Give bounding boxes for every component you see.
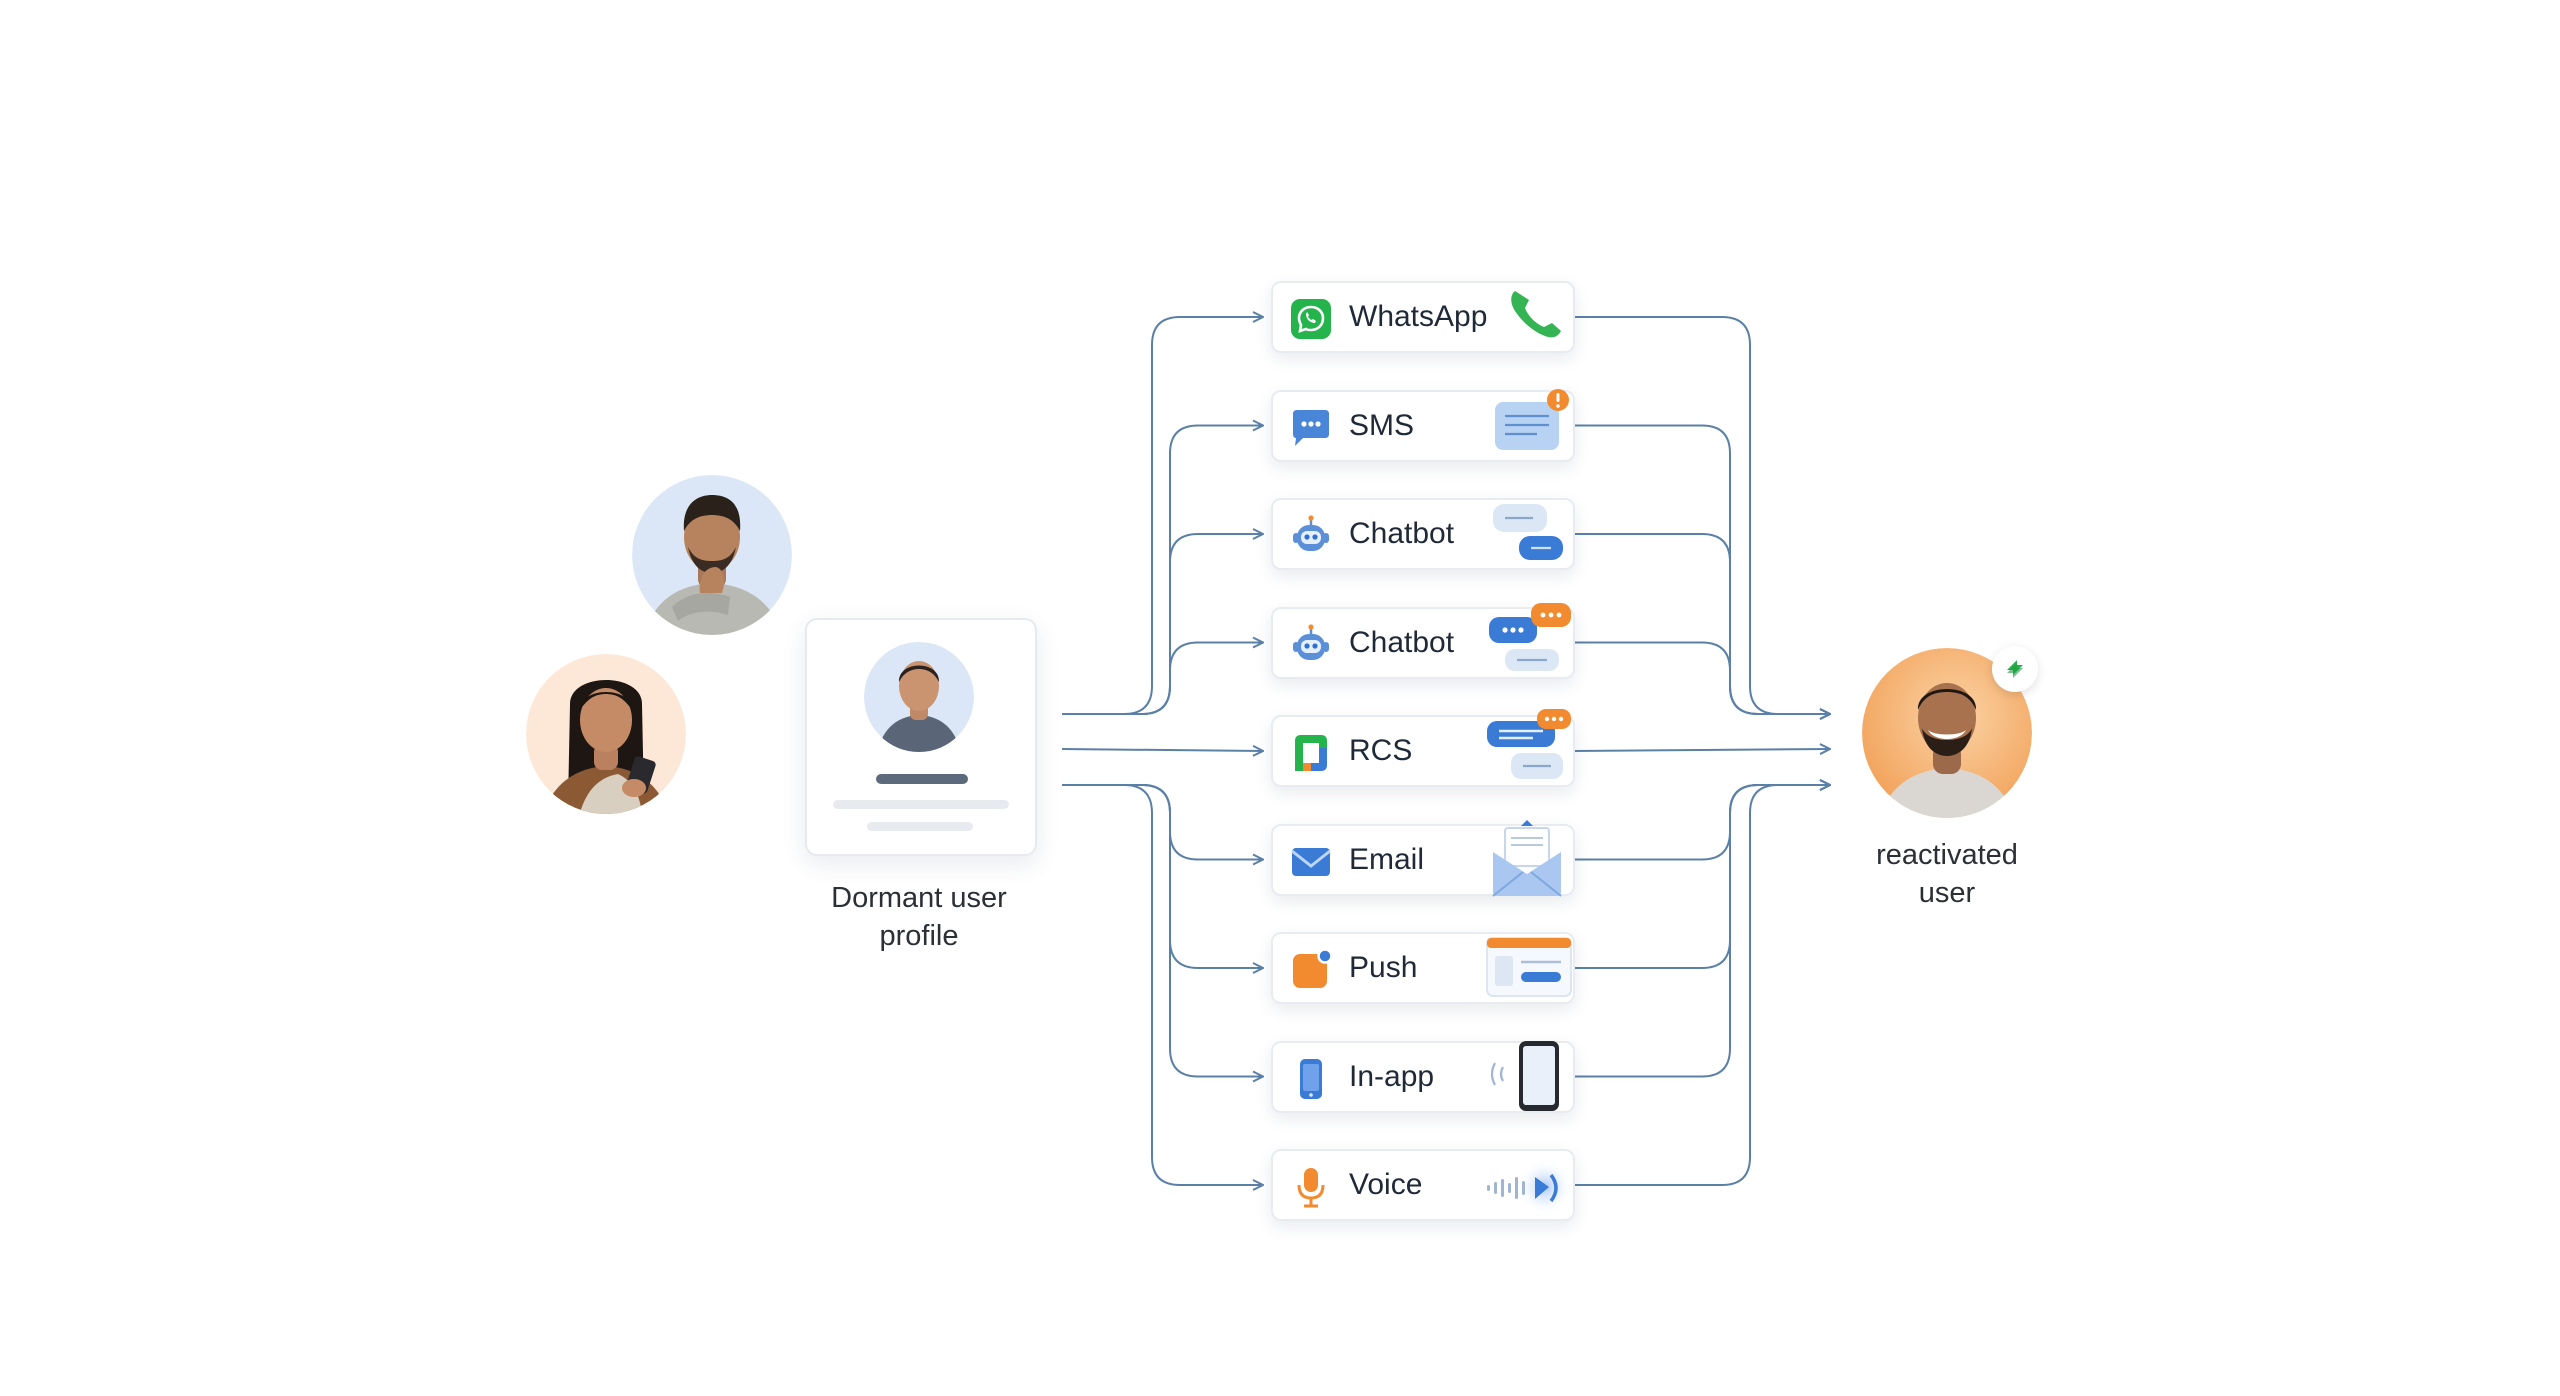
connector-to-user xyxy=(1573,424,1830,715)
connector-to-user xyxy=(1573,641,1830,715)
user-avatar xyxy=(864,642,974,752)
connector-to-channel xyxy=(1062,784,1263,860)
sms-icon xyxy=(1289,406,1333,450)
connector-to-channel xyxy=(1062,534,1263,715)
connector-to-channel xyxy=(1062,426,1263,715)
dormant-user-profile-card xyxy=(805,618,1037,856)
robot-icon xyxy=(1289,514,1333,558)
email-icon xyxy=(1289,840,1333,884)
connector-to-channel xyxy=(1061,749,1263,751)
channel-label: SMS xyxy=(1349,408,1415,442)
phone-icon xyxy=(1479,273,1575,355)
channel-label: Chatbot xyxy=(1349,517,1455,550)
caption-line: reactivated xyxy=(1876,839,2018,871)
refresh-icon xyxy=(2007,660,2023,678)
connector-to-user xyxy=(1573,316,1830,714)
channel-label: Email xyxy=(1349,842,1425,876)
connector-to-user xyxy=(1573,785,1830,969)
channel-card-chatbot[interactable]: Chatbot xyxy=(1271,602,1575,679)
whatsapp-icon xyxy=(1289,297,1333,341)
channel-label: WhatsApp xyxy=(1349,300,1488,333)
chat-bubbles-icon xyxy=(1479,490,1575,572)
connector-to-user xyxy=(1573,785,1830,1078)
rcs-icon xyxy=(1289,731,1333,775)
thinking-man-avatar xyxy=(632,475,792,635)
connector-to-channel xyxy=(1062,784,1263,1077)
push-notification-icon xyxy=(1289,948,1333,992)
connector-to-channel xyxy=(1062,643,1263,715)
typing-bubbles-icon xyxy=(1479,599,1575,681)
mobile-phone-icon xyxy=(1289,1057,1333,1101)
channel-label: In-app xyxy=(1349,1059,1435,1093)
robot-icon xyxy=(1289,623,1333,667)
channel-label: RCS xyxy=(1349,734,1413,767)
open-envelope-icon xyxy=(1479,816,1575,898)
profile-name-placeholder xyxy=(876,774,968,784)
channel-label: Chatbot xyxy=(1349,625,1455,659)
woman-with-phone-avatar xyxy=(526,654,686,814)
message-alert-icon xyxy=(1479,382,1575,464)
channel-label: Voice xyxy=(1349,1168,1423,1201)
caption-line: user xyxy=(1918,877,1976,909)
channel-card-whatsapp[interactable]: WhatsApp xyxy=(1271,281,1575,353)
caption-line: Dormant user xyxy=(831,882,1007,914)
vibrating-phone-icon xyxy=(1479,1033,1575,1115)
notification-panel-icon xyxy=(1479,924,1575,1006)
channel-label: Push xyxy=(1349,951,1418,984)
connector-to-user xyxy=(1572,749,1830,751)
connector-to-user xyxy=(1573,533,1830,714)
reactivated-user-caption: reactivated user xyxy=(1807,836,2087,912)
profile-detail-placeholder xyxy=(833,800,1009,809)
channel-card-chatbot[interactable]: Chatbot xyxy=(1271,498,1575,570)
channel-card-rcs[interactable]: RCS xyxy=(1271,709,1575,787)
channel-card-push[interactable]: Push xyxy=(1271,932,1575,1004)
refresh-badge xyxy=(1992,646,2038,692)
dormant-user-profile-caption: Dormant user profile xyxy=(779,879,1059,955)
channel-card-in-app[interactable]: In-app xyxy=(1271,1040,1575,1113)
reactivated-user-avatar xyxy=(1862,648,2032,818)
connector-to-user xyxy=(1573,785,1830,1186)
microphone-icon xyxy=(1289,1165,1333,1209)
connector-to-channel xyxy=(1062,784,1263,1185)
rich-message-icon xyxy=(1479,707,1575,789)
profile-detail-placeholder xyxy=(867,822,973,831)
connector-to-channel xyxy=(1062,317,1263,715)
sound-wave-icon xyxy=(1479,1141,1575,1223)
channel-card-voice[interactable]: Voice xyxy=(1271,1149,1575,1221)
connector-to-channel xyxy=(1062,784,1263,968)
connector-to-user xyxy=(1573,785,1830,861)
channel-card-sms[interactable]: SMS xyxy=(1271,388,1575,462)
caption-line: profile xyxy=(879,920,959,952)
channel-card-email[interactable]: Email xyxy=(1271,819,1575,897)
